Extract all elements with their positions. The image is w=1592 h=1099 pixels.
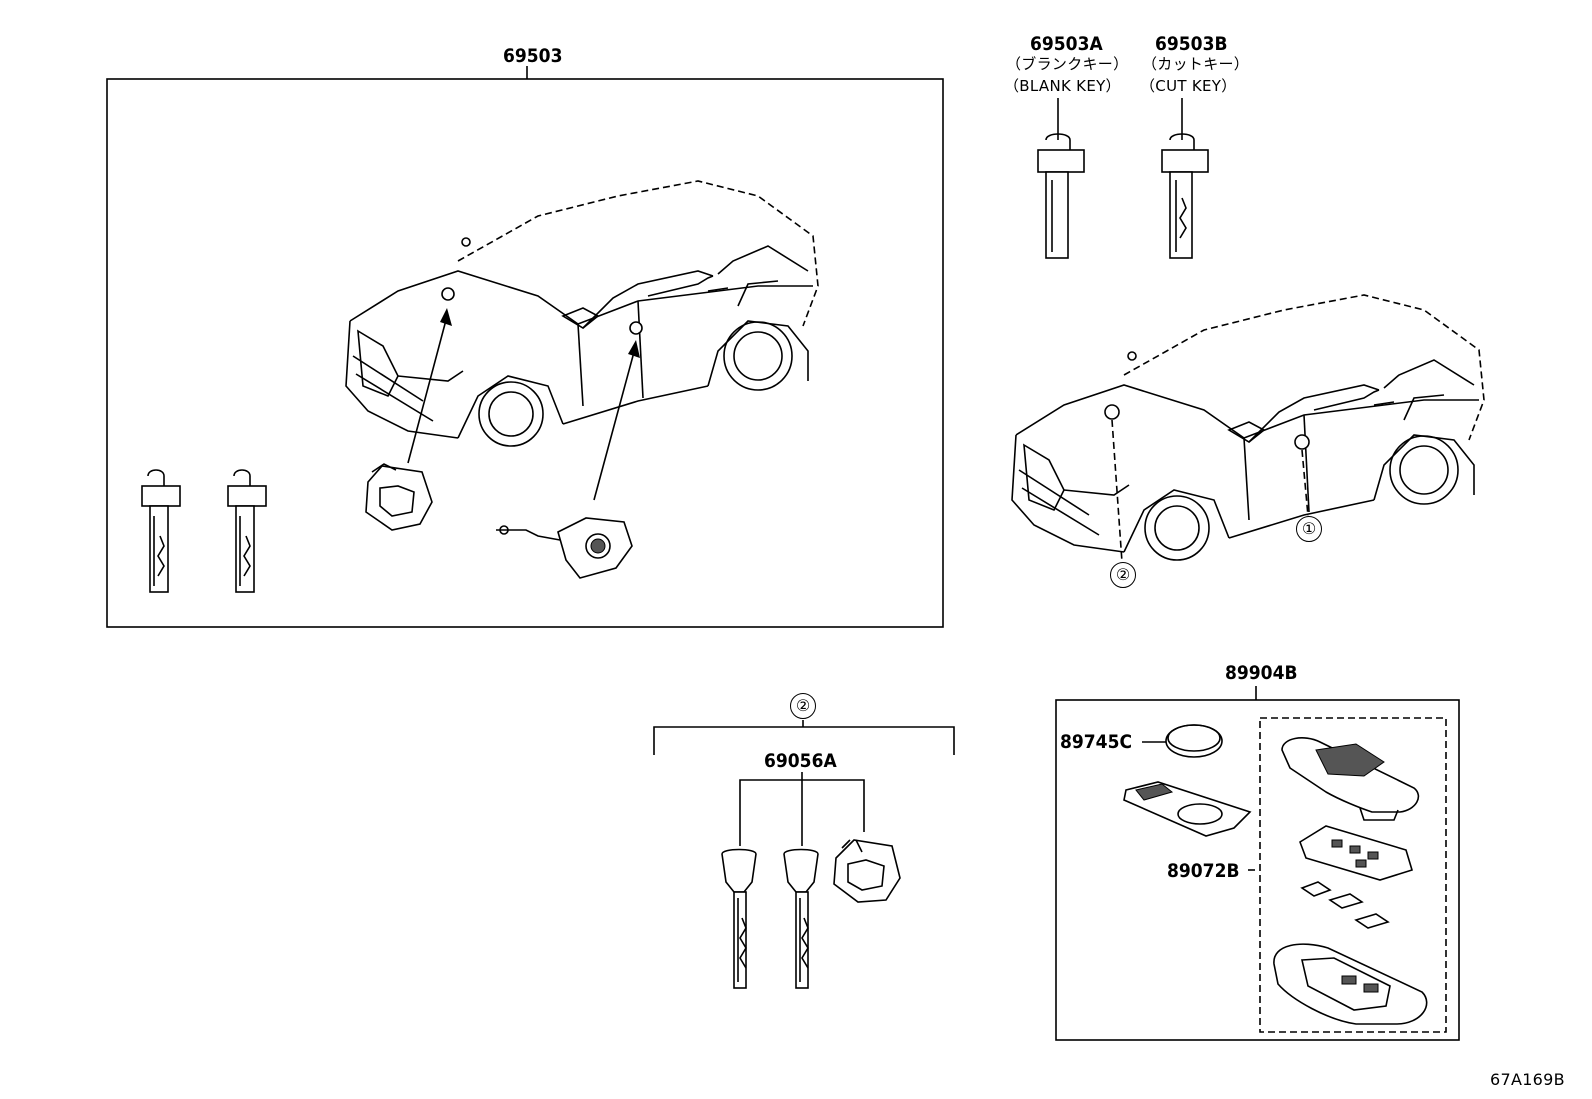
part-number-69503: 69503 (503, 45, 563, 67)
lock-cylinder-icon (833, 839, 901, 903)
blank-key-en-label: （BLANK KEY） (1004, 77, 1121, 95)
assembly-box-69503 (106, 66, 944, 628)
remote-base-case-icon (1273, 943, 1428, 1025)
arrow-ignition (407, 308, 452, 464)
keyset-bracket (653, 720, 955, 846)
key-blade-icon (1037, 98, 1085, 259)
key-blade-icon (141, 469, 181, 593)
part-number-69503b: 69503B (1155, 33, 1228, 55)
door-lock-icon (496, 517, 633, 579)
smart-key-fob-icon (1281, 737, 1420, 821)
key-icon (721, 848, 757, 989)
cut-key-jp-label: （カットキー） (1142, 55, 1250, 73)
remote-inner-frame-icon (1299, 825, 1413, 881)
vehicle-icon (1011, 294, 1485, 561)
coin-battery-icon (1165, 724, 1223, 758)
part-number-89904b: 89904B (1225, 662, 1298, 684)
callout-1: ① (1296, 516, 1322, 542)
remote-button-pad-icon (1300, 881, 1390, 929)
part-number-69056a: 69056A (764, 750, 837, 772)
key-blade-icon (227, 469, 267, 593)
keyset-callout: ② (790, 693, 816, 719)
figure-code: 67A169B (1490, 1070, 1565, 1089)
arrow-door-lock (593, 340, 640, 501)
vehicle-icon (345, 180, 819, 447)
leader-ignition (1111, 419, 1123, 563)
part-number-89072b: 89072B (1167, 860, 1240, 882)
leader-door-lock (1301, 449, 1309, 517)
remote-assembly-box (1055, 686, 1460, 1041)
part-number-69503a: 69503A (1030, 33, 1103, 55)
cut-key-en-label: （CUT KEY） (1140, 77, 1237, 95)
key-blade-icon (1161, 98, 1209, 259)
blank-key-jp-label: （ブランクキー） (1006, 55, 1129, 73)
lock-cylinder-icon (365, 463, 433, 531)
battery-holder-icon (1123, 781, 1252, 837)
key-icon (783, 848, 819, 989)
callout-2: ② (1110, 562, 1136, 588)
part-number-89745c: 89745C (1060, 731, 1133, 753)
